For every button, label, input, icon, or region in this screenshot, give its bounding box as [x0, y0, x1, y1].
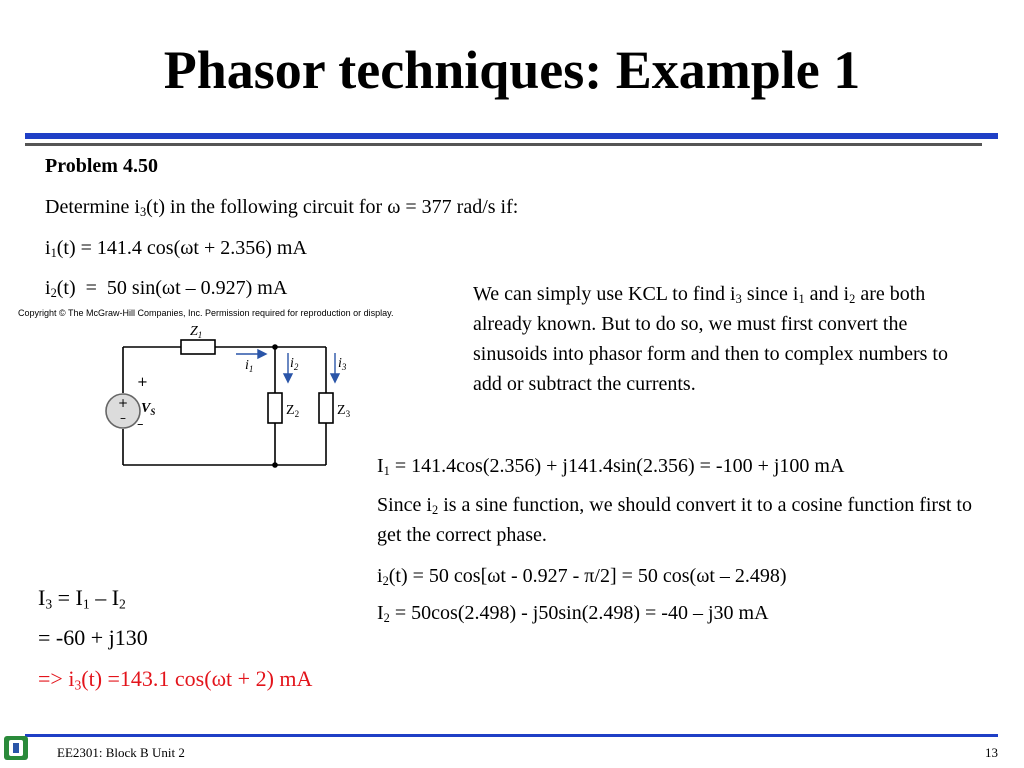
voltage-source [105, 393, 141, 429]
label-i2: i2 [290, 356, 299, 372]
title-rule-blue [25, 133, 998, 139]
impedance-z3 [318, 392, 334, 424]
result-value: = -60 + j130 [38, 625, 148, 650]
label-z2: Z2 [286, 403, 299, 419]
I2-equation: I2 = 50cos(2.498) - j50sin(2.498) = -40 … [377, 602, 769, 626]
footer-rule [25, 734, 998, 737]
source-inner-plus: + [118, 396, 128, 410]
node-bottom [272, 462, 278, 468]
university-logo-icon [4, 736, 28, 760]
result-kcl: I3 = I1 – I2 [38, 585, 126, 612]
label-vs: VS [141, 401, 155, 417]
impedance-z1 [180, 339, 216, 355]
label-z3: Z3 [337, 403, 351, 419]
source-minus-label: – [137, 417, 144, 432]
source-inner-minus: – [120, 411, 126, 425]
I1-equation: I1 = 141.4cos(2.356) + j141.4sin(2.356) … [377, 455, 845, 479]
kcl-note: We can simply use KCL to find i3 since i… [473, 283, 948, 395]
problem-prompt: Determine i3(t) in the following circuit… [45, 196, 519, 220]
circuit-diagram: + – Z1 i1 i2 i3 Z2 Z3 VS + – [105, 324, 351, 468]
arrow-i3-head [329, 373, 341, 384]
node-top [272, 344, 278, 350]
result-final: => i3(t) =143.1 cos(ωt + 2) mA [38, 666, 313, 693]
slide-title: Phasor techniques: Example 1 [163, 40, 861, 100]
given-i2: i2(t) = 50 sin(ωt – 0.927) mA [45, 277, 288, 301]
footer-course: EE2301: Block B Unit 2 [57, 745, 185, 760]
given-i1: i1(t) = 141.4 cos(ωt + 2.356) mA [45, 237, 307, 261]
label-z1: Z1 [190, 324, 202, 340]
label-i3: i3 [338, 356, 347, 372]
source-plus-label: + [137, 375, 148, 390]
since-note: Since i2 is a sine function, we should c… [377, 494, 972, 546]
label-i1: i1 [245, 358, 253, 374]
footer-page-number: 13 [985, 745, 998, 760]
title-rule-gray [25, 143, 982, 146]
problem-label: Problem 4.50 [45, 155, 158, 177]
arrow-i2-head [282, 373, 294, 384]
impedance-z2 [267, 392, 283, 424]
copyright-notice: Copyright © The McGraw-Hill Companies, I… [18, 308, 394, 318]
i2-conversion: i2(t) = 50 cos[ωt - 0.927 - π/2] = 50 co… [377, 565, 787, 589]
arrow-i1-head [257, 348, 268, 360]
